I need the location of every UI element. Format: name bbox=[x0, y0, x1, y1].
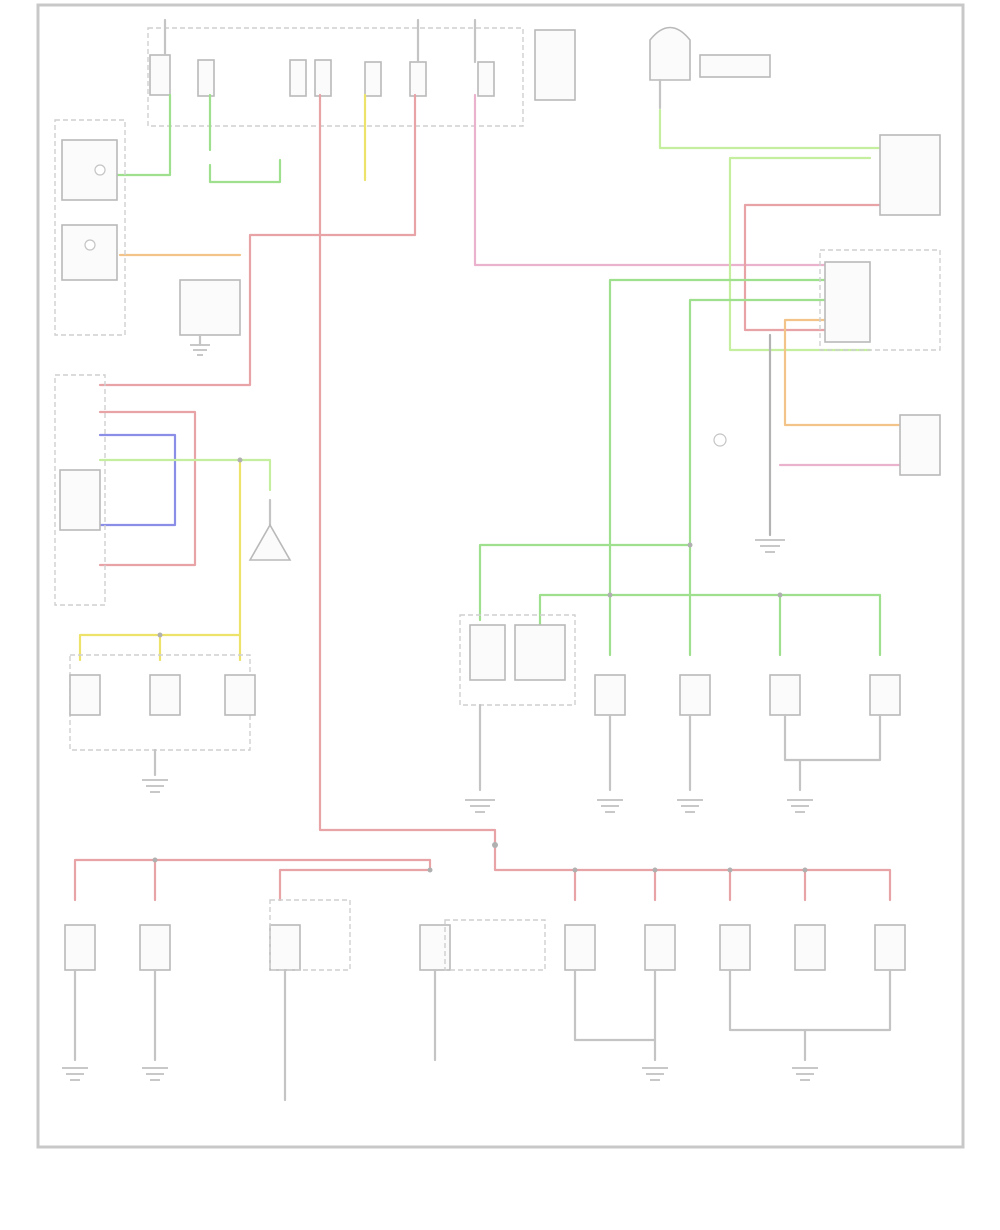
wire-green-1 bbox=[113, 93, 172, 177]
fuse-block-top bbox=[147, 18, 576, 127]
wire-red-fuse-1 bbox=[318, 93, 497, 847]
wire-yellow-left bbox=[78, 458, 242, 662]
diagram-frame bbox=[36, 3, 965, 1149]
bottom-lamp-group bbox=[62, 899, 906, 1102]
wire-red-top-right bbox=[743, 203, 882, 332]
left-lamp-group bbox=[69, 654, 256, 793]
wire-green-right-2 bbox=[478, 298, 862, 622]
wire-lightgreen-top bbox=[658, 108, 882, 150]
right-lamp-group bbox=[594, 674, 901, 813]
left-switch-upper bbox=[54, 119, 126, 336]
left-relay bbox=[179, 279, 241, 356]
left-ground-1 bbox=[248, 498, 292, 561]
right-switch-top bbox=[879, 134, 941, 216]
wire-orange-right bbox=[783, 318, 912, 427]
right-ground-mid bbox=[755, 539, 785, 553]
wire-red-bottom-left bbox=[73, 858, 432, 902]
right-connector-block bbox=[819, 249, 941, 351]
right-switch-mid bbox=[713, 414, 941, 476]
wire-green-right-4 bbox=[538, 593, 882, 657]
wire-blue-left bbox=[98, 433, 177, 527]
wire-red-bottom-main bbox=[428, 843, 892, 902]
center-module bbox=[459, 614, 576, 813]
switch-top-right bbox=[649, 26, 771, 110]
wire-pink-main bbox=[473, 93, 862, 267]
wire-red-left-1 bbox=[98, 410, 197, 567]
junction-nodes bbox=[152, 457, 808, 873]
wire-red-fuse-2 bbox=[98, 93, 417, 387]
wire-green-2 bbox=[208, 93, 282, 184]
wire-yellow-left-2 bbox=[158, 633, 242, 662]
wire-lightgreen-left bbox=[98, 458, 272, 492]
left-combination-switch bbox=[54, 374, 106, 606]
wire-lightgreen-right bbox=[728, 156, 872, 352]
wire-green-right-1 bbox=[608, 278, 862, 657]
wire-red-bottom-drops bbox=[573, 868, 807, 902]
wire-red-bottom-mid bbox=[278, 868, 432, 902]
